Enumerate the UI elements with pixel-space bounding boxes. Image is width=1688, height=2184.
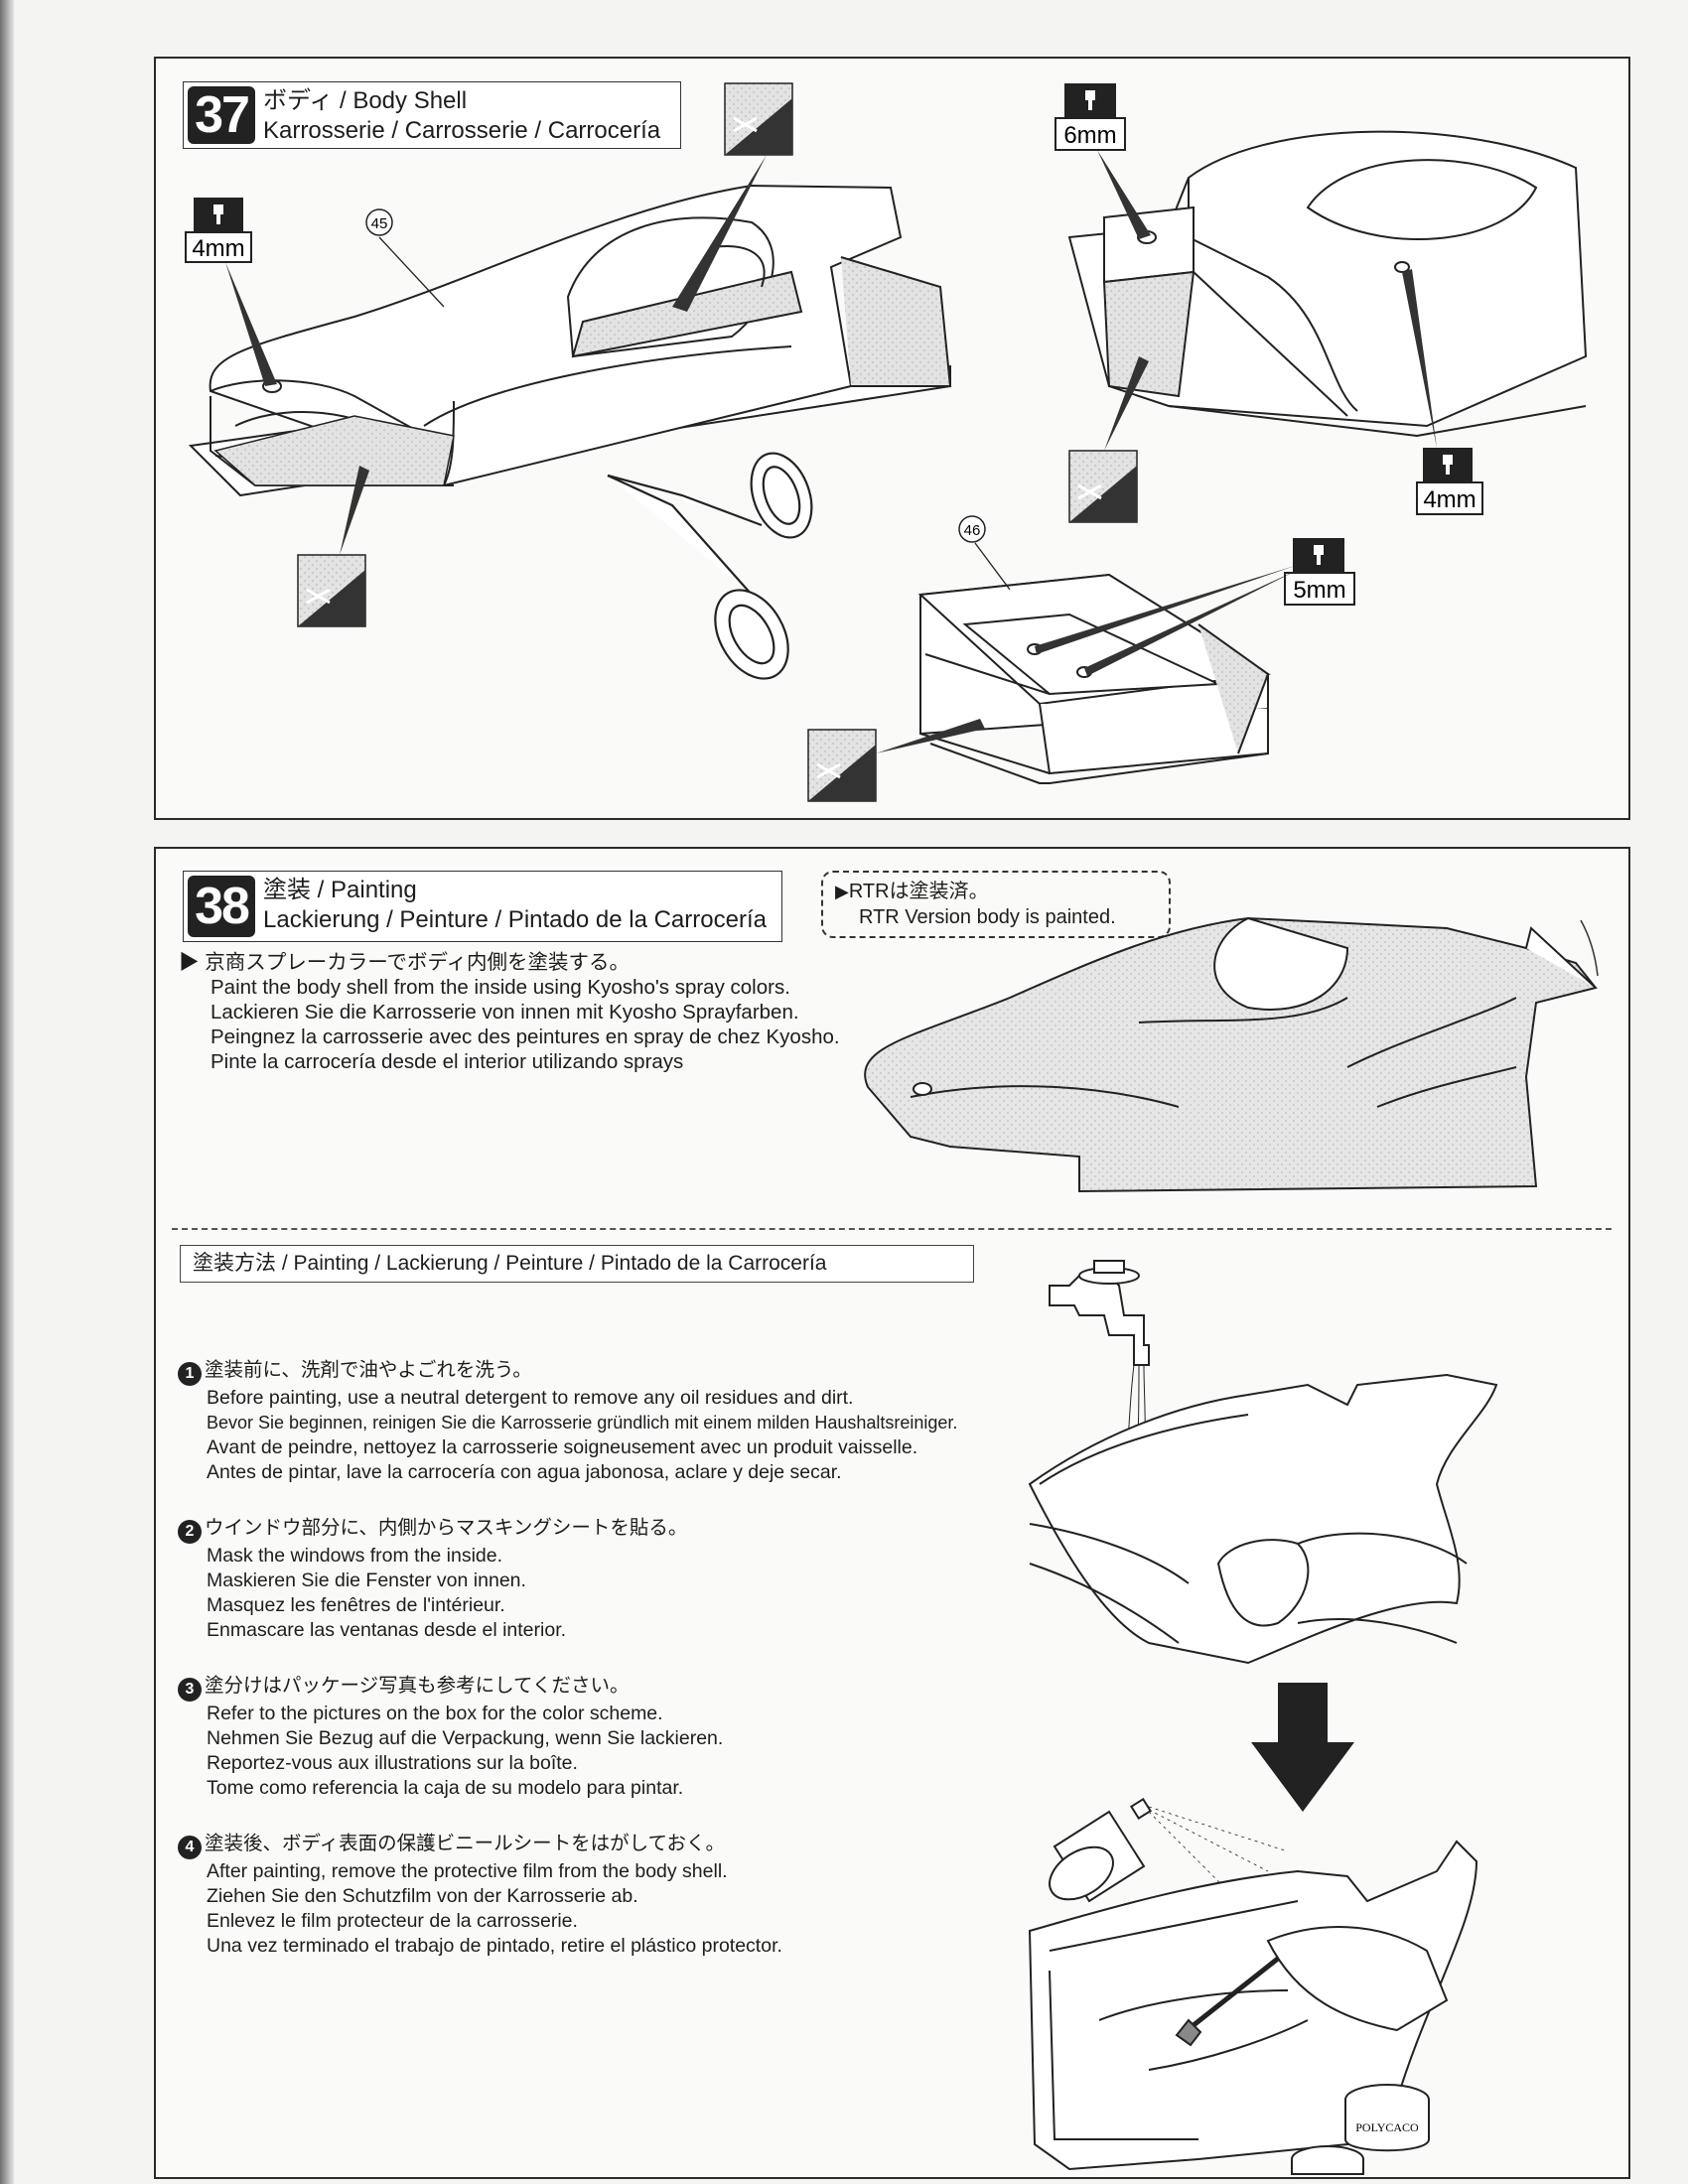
cut-icon-bottom-left: [297, 466, 369, 627]
step-38-title-line1: 塗装 / Painting: [263, 877, 417, 903]
step-number-badge: 1: [178, 1362, 202, 1386]
step-text-es: Tome como referencia la caja de su model…: [207, 1777, 684, 1799]
step-text-en: Mask the windows from the inside.: [207, 1545, 503, 1567]
body-shell-left: [188, 184, 952, 497]
step-37-header: 37 ボディ / Body Shell Karrosserie / Carros…: [183, 81, 681, 149]
step-text-fr: Enlevez le film protecteur de la carross…: [207, 1910, 578, 1932]
step-text-jp: 塗分けはパッケージ写真も参考にしてください。: [205, 1675, 630, 1697]
painted-body-shell: [864, 916, 1598, 1193]
drill-5mm-icon: 5mm: [1035, 538, 1355, 676]
rear-wing-part-46: [917, 573, 1271, 784]
step-38-header: 38 塗装 / Painting Lackierung / Peinture /…: [183, 871, 782, 942]
step-37-panel: 37 ボディ / Body Shell Karrosserie / Carros…: [154, 57, 1630, 820]
cut-icon-top: [672, 82, 793, 312]
drill-6mm-label: 6mm: [1063, 122, 1116, 149]
step-37-title-line1: ボディ / Body Shell: [263, 87, 468, 114]
step-text-jp: 塗装後、ボディ表面の保護ビニールシートをはがしておく。: [205, 1833, 725, 1854]
instruction-fr: Peingnez la carrosserie avec des peintur…: [211, 1025, 840, 1048]
part-46-label: 46: [964, 522, 981, 539]
step-text-de: Bevor Sie beginnen, reinigen Sie die Kar…: [207, 1413, 958, 1433]
trim-area-left: [213, 415, 455, 486]
step-text-de: Ziehen Sie den Schutzfilm von der Karros…: [207, 1885, 638, 1907]
step-text-es: Antes de pintar, lave la carrocería con …: [207, 1461, 842, 1483]
paint-jar-label: POLYCACO: [1355, 2120, 1419, 2134]
part-45-marker: [365, 208, 393, 236]
step-text-es: Enmascare las ventanas desde el interior…: [207, 1619, 567, 1641]
page-binding-edge: [0, 0, 14, 2184]
drill-4mm-icon-left: 4mm: [185, 198, 277, 386]
instruction-de: Lackieren Sie die Karrosserie von innen …: [211, 1001, 799, 1024]
painting-method-heading: 塗装方法 / Painting / Lackierung / Peinture …: [180, 1245, 974, 1283]
step-text-fr: Masquez les fenêtres de l'intérieur.: [207, 1594, 505, 1616]
step-number-badge: 3: [178, 1678, 202, 1702]
step-37-illustration: 45 4mm: [185, 82, 1588, 802]
drill-6mm-icon: 6mm: [1055, 83, 1151, 239]
step-text-en: Before painting, use a neutral detergent…: [207, 1387, 854, 1409]
step-38-illustration: POLYCACO: [864, 916, 1599, 2175]
step-38-panel: 38 塗装 / Painting Lackierung / Peinture /…: [154, 847, 1630, 2179]
step-text-jp: ウインドウ部分に、内側からマスキングシートを貼る。: [205, 1517, 688, 1539]
step-38-title-line2: Lackierung / Peinture / Pintado de la Ca…: [263, 906, 767, 933]
cut-icon-bottom-middle: [807, 719, 985, 802]
drill-4mm-label-right: 4mm: [1423, 486, 1476, 513]
faucet-washing-illustration: [1028, 1260, 1498, 1665]
drill-5mm-label: 5mm: [1293, 577, 1345, 604]
step-text-en: After painting, remove the protective fi…: [207, 1860, 728, 1882]
section-divider: [172, 1228, 1612, 1230]
rtr-note: ▶RTRは塗装済。 RTR Version body is painted.: [821, 871, 1171, 938]
arrow-right-icon: ▶: [835, 882, 849, 901]
step-number-badge: 4: [178, 1836, 202, 1859]
step-text-de: Nehmen Sie Bezug auf die Verpackung, wen…: [207, 1727, 724, 1749]
rtr-note-en: RTR Version body is painted.: [859, 906, 1116, 928]
step-text-jp: 塗装前に、洗剤で油やよごれを洗う。: [205, 1359, 532, 1381]
step-text-de: Maskieren Sie die Fenster von innen.: [207, 1570, 526, 1591]
step-number-badge: 2: [178, 1520, 202, 1544]
step-37-title-line2: Karrosserie / Carrosserie / Carrocería: [263, 117, 661, 144]
instruction-es: Pinte la carrocería desde el interior ut…: [211, 1050, 684, 1073]
body-shell-rear: [1067, 130, 1588, 438]
drill-4mm-label-left: 4mm: [192, 235, 244, 262]
spray-painting-illustration: [1028, 1797, 1478, 2175]
step-text-fr: Reportez-vous aux illustrations sur la b…: [207, 1752, 578, 1774]
arrow-down-icon: [1251, 1683, 1354, 1812]
step-text-en: Refer to the pictures on the box for the…: [207, 1703, 663, 1724]
step-38-number: 38: [188, 876, 255, 937]
arrow-right-icon: ▶: [179, 951, 206, 974]
cut-icon-right: [1068, 356, 1149, 523]
scissors-icon: [607, 452, 813, 680]
step-text-fr: Avant de peindre, nettoyez la carrosseri…: [207, 1436, 918, 1458]
step-text-es: Una vez terminado el trabajo de pintado,…: [207, 1935, 782, 1957]
rtr-note-jp: RTRは塗装済。: [848, 881, 989, 902]
step-37-number: 37: [188, 86, 255, 144]
instruction-jp: 京商スプレーカラーでボディ内側を塗装する。: [205, 951, 631, 974]
step-38-instructions: ▶ 京商スプレーカラーでボディ内側を塗装する。 Paint the body s…: [179, 950, 874, 1074]
part-45-label: 45: [371, 215, 388, 232]
drill-4mm-icon-right: 4mm: [1402, 269, 1483, 515]
instruction-en: Paint the body shell from the inside usi…: [211, 976, 790, 999]
part-46-marker: [958, 515, 986, 543]
